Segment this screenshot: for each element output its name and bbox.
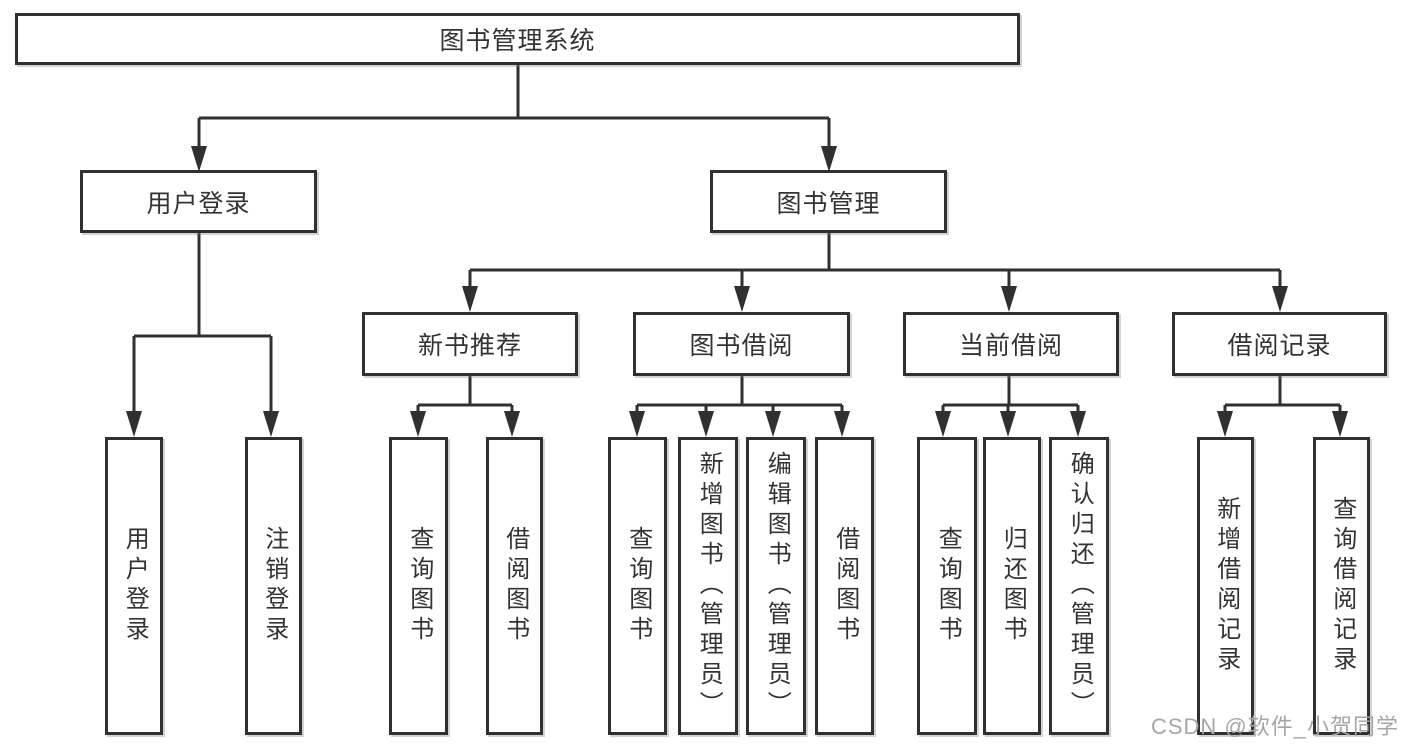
node-book-management-label: 图书管理 (776, 189, 881, 218)
leaf-user-login-label: 用户登录 (121, 526, 149, 646)
leaf-edit-book-admin-label: 编辑图书（管理员） (763, 451, 791, 721)
leaf-query-books-recommend: 查询图书 (389, 437, 448, 735)
leaf-confirm-return-admin-label: 确认归还（管理员） (1066, 451, 1094, 721)
leaf-add-book-admin: 新增图书（管理员） (678, 437, 738, 735)
leaf-query-borrow-record: 查询借阅记录 (1313, 437, 1370, 735)
node-book-borrow-label: 图书借阅 (689, 332, 794, 360)
leaf-query-books-current: 查询图书 (917, 437, 977, 735)
leaf-add-borrow-record: 新增借阅记录 (1197, 437, 1254, 735)
node-borrow-records-label: 借阅记录 (1227, 332, 1332, 360)
leaf-add-borrow-record-label: 新增借阅记录 (1212, 496, 1240, 676)
leaf-user-login: 用户登录 (105, 437, 163, 735)
node-user-login: 用户登录 (80, 170, 317, 233)
leaf-query-books-recommend-label: 查询图书 (405, 526, 433, 646)
node-new-book-recommend: 新书推荐 (362, 312, 578, 376)
node-new-book-recommend-label: 新书推荐 (417, 332, 522, 360)
leaf-borrow-books-label: 借阅图书 (831, 526, 859, 646)
node-user-login-label: 用户登录 (146, 189, 251, 218)
node-borrow-records: 借阅记录 (1172, 312, 1387, 376)
leaf-query-books-current-label: 查询图书 (934, 526, 962, 646)
node-book-management: 图书管理 (710, 170, 947, 233)
node-current-borrow-label: 当前借阅 (958, 332, 1063, 360)
leaf-logout-label: 注销登录 (260, 526, 288, 646)
leaf-borrow-books: 借阅图书 (815, 437, 874, 735)
node-current-borrow: 当前借阅 (903, 312, 1119, 376)
node-book-borrow: 图书借阅 (633, 312, 850, 376)
node-library-system: 图书管理系统 (15, 13, 1020, 65)
arrowheads (126, 146, 1348, 437)
node-library-system-label: 图书管理系统 (439, 27, 596, 55)
leaf-confirm-return-admin: 确认归还（管理员） (1049, 437, 1109, 735)
leaf-query-books-borrow-label: 查询图书 (624, 526, 652, 646)
leaf-borrow-books-recommend: 借阅图书 (486, 437, 543, 735)
leaf-return-books: 归还图书 (983, 437, 1041, 735)
leaf-return-books-label: 归还图书 (999, 526, 1027, 646)
leaf-add-book-admin-label: 新增图书（管理员） (695, 451, 723, 721)
leaf-edit-book-admin: 编辑图书（管理员） (746, 437, 806, 735)
leaf-query-books-borrow: 查询图书 (608, 437, 667, 735)
leaf-logout: 注销登录 (245, 437, 302, 735)
leaf-borrow-books-recommend-label: 借阅图书 (501, 526, 529, 646)
leaf-query-borrow-record-label: 查询借阅记录 (1328, 496, 1356, 676)
